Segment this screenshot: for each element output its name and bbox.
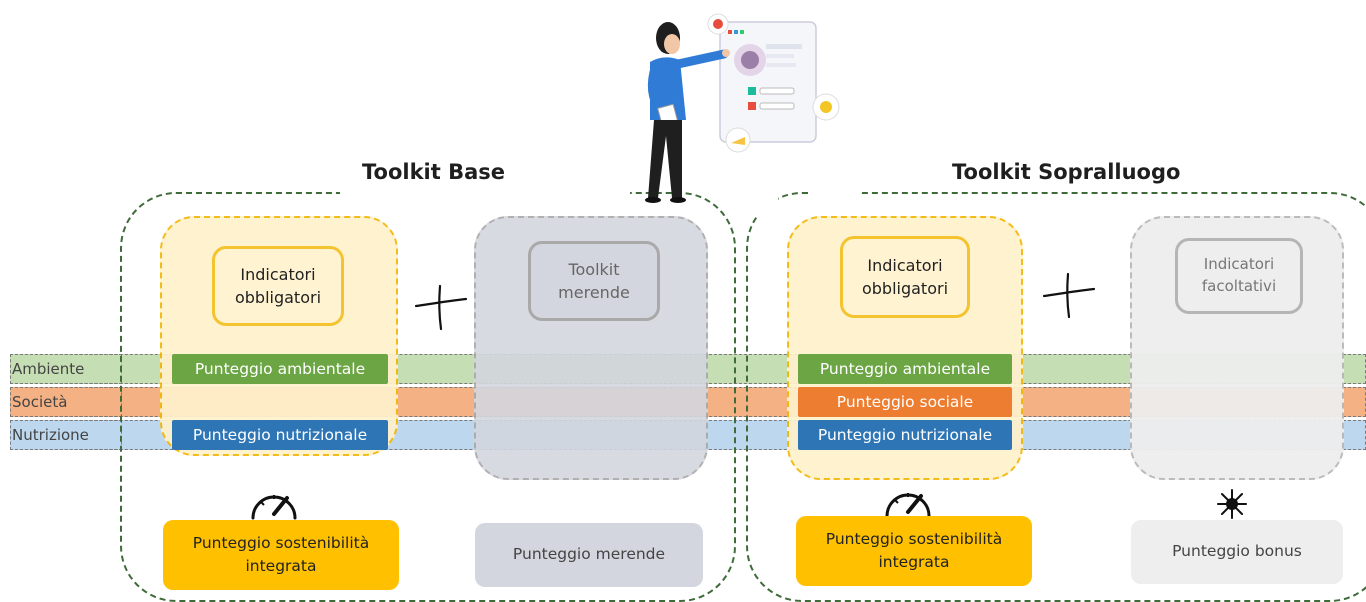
base-mandatory-indicators: Indicatori obbligatori [212,246,344,326]
sopralluogo-score-nutrition: Punteggio nutrizionale [798,420,1012,450]
presenter-illustration [645,13,840,203]
sopralluogo-optional-indicators: Indicatori facoltativi [1175,238,1303,314]
plus-icon [414,284,468,331]
sopralluogo-result-integrated: Punteggio sostenibilità integrata [796,516,1032,586]
title-gap-sopralluogo [810,182,860,198]
plus-icon [1042,272,1096,319]
title-gap-sopralluogo-2 [748,186,778,216]
sopralluogo-mandatory-indicators: Indicatori obbligatori [840,236,970,318]
sopralluogo-score-environment: Punteggio ambientale [798,354,1012,384]
base-result-snacks: Punteggio merende [475,523,703,587]
base-score-environment: Punteggio ambientale [172,354,388,384]
title-gap-base [340,182,630,198]
toolkit-sopralluogo-title: Toolkit Sopralluogo [952,160,1181,184]
gauge-icon [885,493,931,518]
band-label-society: Società [12,393,68,411]
base-snacks-toolkit: Toolkit merende [528,241,660,321]
toolkit-base-title: Toolkit Base [362,160,506,184]
band-label-environment: Ambiente [12,360,85,378]
band-label-nutrition: Nutrizione [12,426,89,444]
star-icon [1217,489,1247,519]
sopralluogo-score-social: Punteggio sociale [798,387,1012,417]
base-result-integrated: Punteggio sostenibilità integrata [163,520,399,590]
base-score-nutrition: Punteggio nutrizionale [172,420,388,450]
sopralluogo-result-bonus: Punteggio bonus [1131,520,1343,584]
gauge-icon [251,495,297,520]
